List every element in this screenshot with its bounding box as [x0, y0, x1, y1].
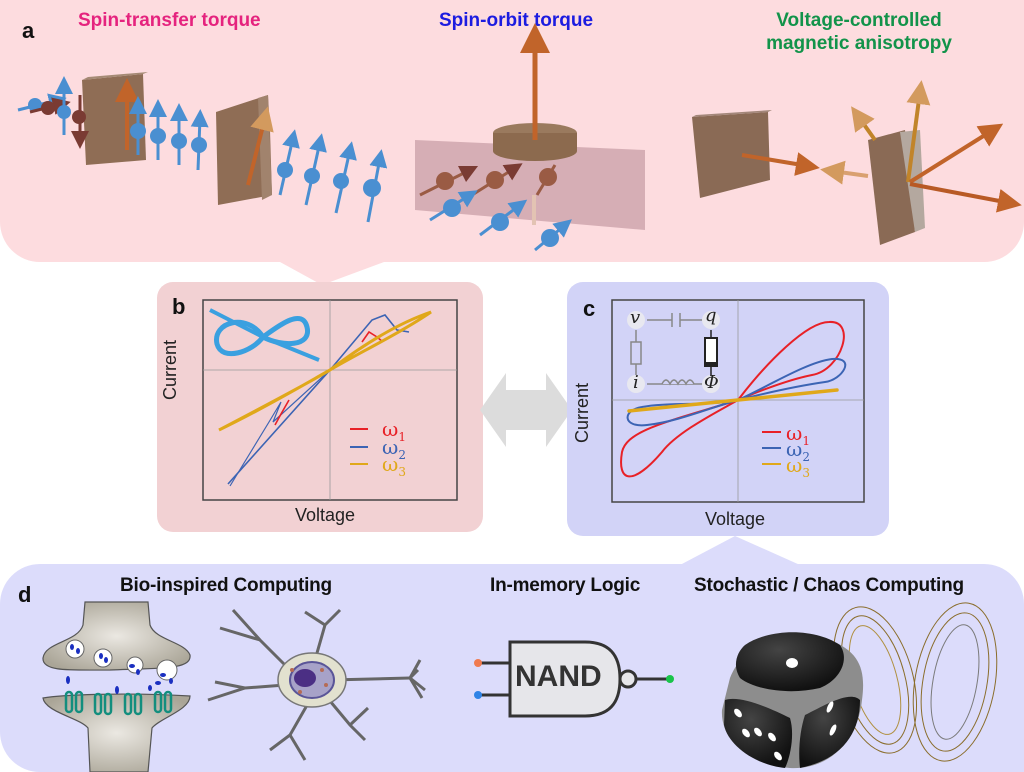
memristor-circuit-inset: [627, 311, 720, 393]
panel-c-ylabel: Current: [572, 382, 592, 443]
connector-c-to-d: [680, 536, 800, 565]
spin-orbit-torque-illustration: [415, 23, 645, 252]
circuit-node-i: i: [633, 372, 639, 393]
legend-omega2-c: ω2: [786, 437, 810, 464]
neuron-soma: [277, 652, 347, 708]
connector-a-to-b: [280, 262, 384, 285]
panel-c: [567, 282, 889, 536]
series-omega3-curve: [627, 388, 839, 413]
title-spin-transfer-torque: Spin-transfer torque: [78, 10, 261, 31]
legend-omega2-b: ω2: [382, 435, 406, 462]
sot-spins: [419, 163, 572, 252]
panel-b-xlabel: Voltage: [295, 505, 356, 525]
circuit-node-q: q: [705, 305, 717, 326]
panel-d-letter: d: [18, 582, 32, 607]
panel-d-illustrations: [42, 601, 998, 772]
panel-c-letter: c: [583, 296, 596, 321]
title-bio-inspired-computing: Bio-inspired Computing: [120, 575, 332, 596]
panel-b: [157, 282, 483, 532]
title-vcma-line2: magnetic anisotropy: [766, 33, 952, 54]
spin-transfer-torque-illustration: [17, 72, 388, 223]
circuit-node-phi: Φ: [704, 372, 719, 393]
title-in-memory-logic: In-memory Logic: [490, 575, 641, 596]
bow-inset-icon: [209, 308, 320, 362]
title-stochastic-chaos-computing: Stochastic / Chaos Computing: [694, 575, 964, 596]
nand-gate-icon: [474, 640, 674, 718]
bidirectional-arrow-icon: [480, 373, 572, 447]
panel-b-ylabel: Current: [160, 339, 180, 400]
series-omega3-curve: [218, 310, 432, 432]
nand-gate-label: NAND: [515, 660, 602, 693]
spin-electrons: [17, 76, 388, 223]
vcma-illustration: [692, 80, 1022, 245]
panel-b-letter: b: [172, 294, 186, 319]
title-spin-orbit-torque: Spin-orbit torque: [439, 10, 594, 31]
ferromagnet-block-2: [216, 95, 272, 205]
synapse-icon: [42, 601, 191, 772]
dice-icon: [721, 632, 864, 769]
panel-a-letter: a: [22, 18, 35, 43]
panel-c-chart: [611, 299, 865, 503]
neuron-icon: [207, 608, 426, 761]
panel-a-illustrations: [17, 23, 1022, 285]
heavy-metal-layer: [415, 140, 645, 230]
legend-omega1-b: ω1: [382, 417, 406, 444]
legend-omega1-c: ω1: [786, 421, 810, 448]
legend-omega3-c: ω3: [786, 453, 810, 480]
title-vcma-line1: Voltage-controlled: [776, 10, 942, 31]
magnetization-arrow-2: [246, 106, 274, 186]
legend-omega3-b: ω3: [382, 452, 406, 479]
panel-c-xlabel: Voltage: [705, 509, 766, 529]
series-omega1-curve: [361, 330, 384, 343]
circuit-node-v: v: [630, 307, 641, 328]
panel-b-chart: [202, 299, 458, 501]
